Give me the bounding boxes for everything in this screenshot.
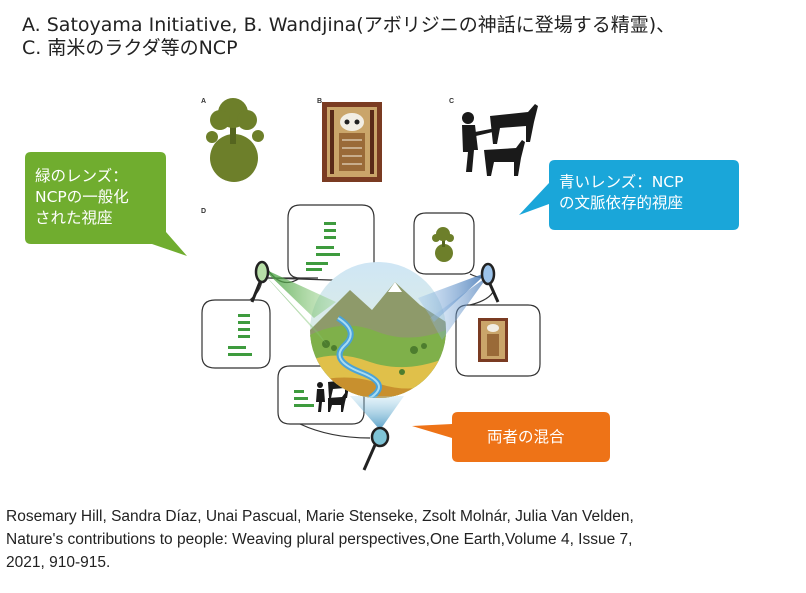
- ncp-lens-diagram: [25, 98, 739, 471]
- green-lens-beams: [262, 268, 336, 346]
- orange-callout-line-1: 両者の混合: [487, 428, 565, 446]
- blue-callout-line-2: の文脈依存的視座: [559, 194, 684, 212]
- green-callout-text: 緑のレンズ： NCPの一般化 された視座: [35, 166, 129, 229]
- slide-title: A. Satoyama Initiative, B. Wandjina(アボリジ…: [22, 14, 675, 60]
- panel-letter-c: C: [449, 98, 455, 105]
- title-line-2: C. 南米のラクダ等のNCP: [22, 37, 238, 59]
- green-callout-line-3: された視座: [35, 209, 113, 227]
- bubble-top-right: [413, 212, 475, 275]
- green-callout-line-1: 緑のレンズ：: [35, 167, 128, 185]
- orange-callout-text: 両者の混合: [487, 427, 565, 448]
- mixed-lens-icon: [362, 426, 390, 471]
- green-callout-shape: [25, 152, 187, 256]
- bubble-wandjina-mini-icon: [478, 318, 508, 362]
- bubble-left: [201, 299, 271, 369]
- title-line-1: A. Satoyama Initiative, B. Wandjina(アボリジ…: [22, 14, 676, 36]
- panel-letter-b: B: [317, 98, 323, 105]
- blue-callout-text: 青いレンズ：NCP の文脈依存的視座: [559, 172, 683, 214]
- panel-b-wandjina-icon: [322, 102, 382, 182]
- orange-callout-shape: [412, 412, 610, 462]
- panel-letter-d: D: [201, 208, 207, 215]
- blue-callout-shape: [519, 160, 739, 230]
- blue-callout-line-1: 青いレンズ：NCP: [559, 173, 684, 191]
- panel-c-camelids-icon: [462, 104, 538, 176]
- landscape-globe: [310, 262, 446, 398]
- citation-line-2: Nature's contributions to people: Weavin…: [6, 531, 633, 548]
- panel-letter-a: A: [201, 98, 207, 105]
- bubble-bars: [228, 222, 340, 407]
- mixed-lens-beam: [350, 396, 404, 430]
- panel-a-satoyama-icon: [206, 98, 264, 182]
- citation-line-3: 2021, 910-915.: [6, 554, 111, 571]
- bubble-satoyama-mini-icon: [432, 227, 454, 262]
- citation: Rosemary Hill, Sandra Díaz, Unai Pascual…: [6, 505, 796, 574]
- green-callout-line-2: NCPの一般化: [35, 188, 129, 206]
- citation-line-1: Rosemary Hill, Sandra Díaz, Unai Pascual…: [6, 508, 634, 525]
- green-lens-icon: [250, 260, 270, 303]
- blue-lens-icon: [480, 262, 500, 303]
- blue-lens-beams: [418, 272, 488, 340]
